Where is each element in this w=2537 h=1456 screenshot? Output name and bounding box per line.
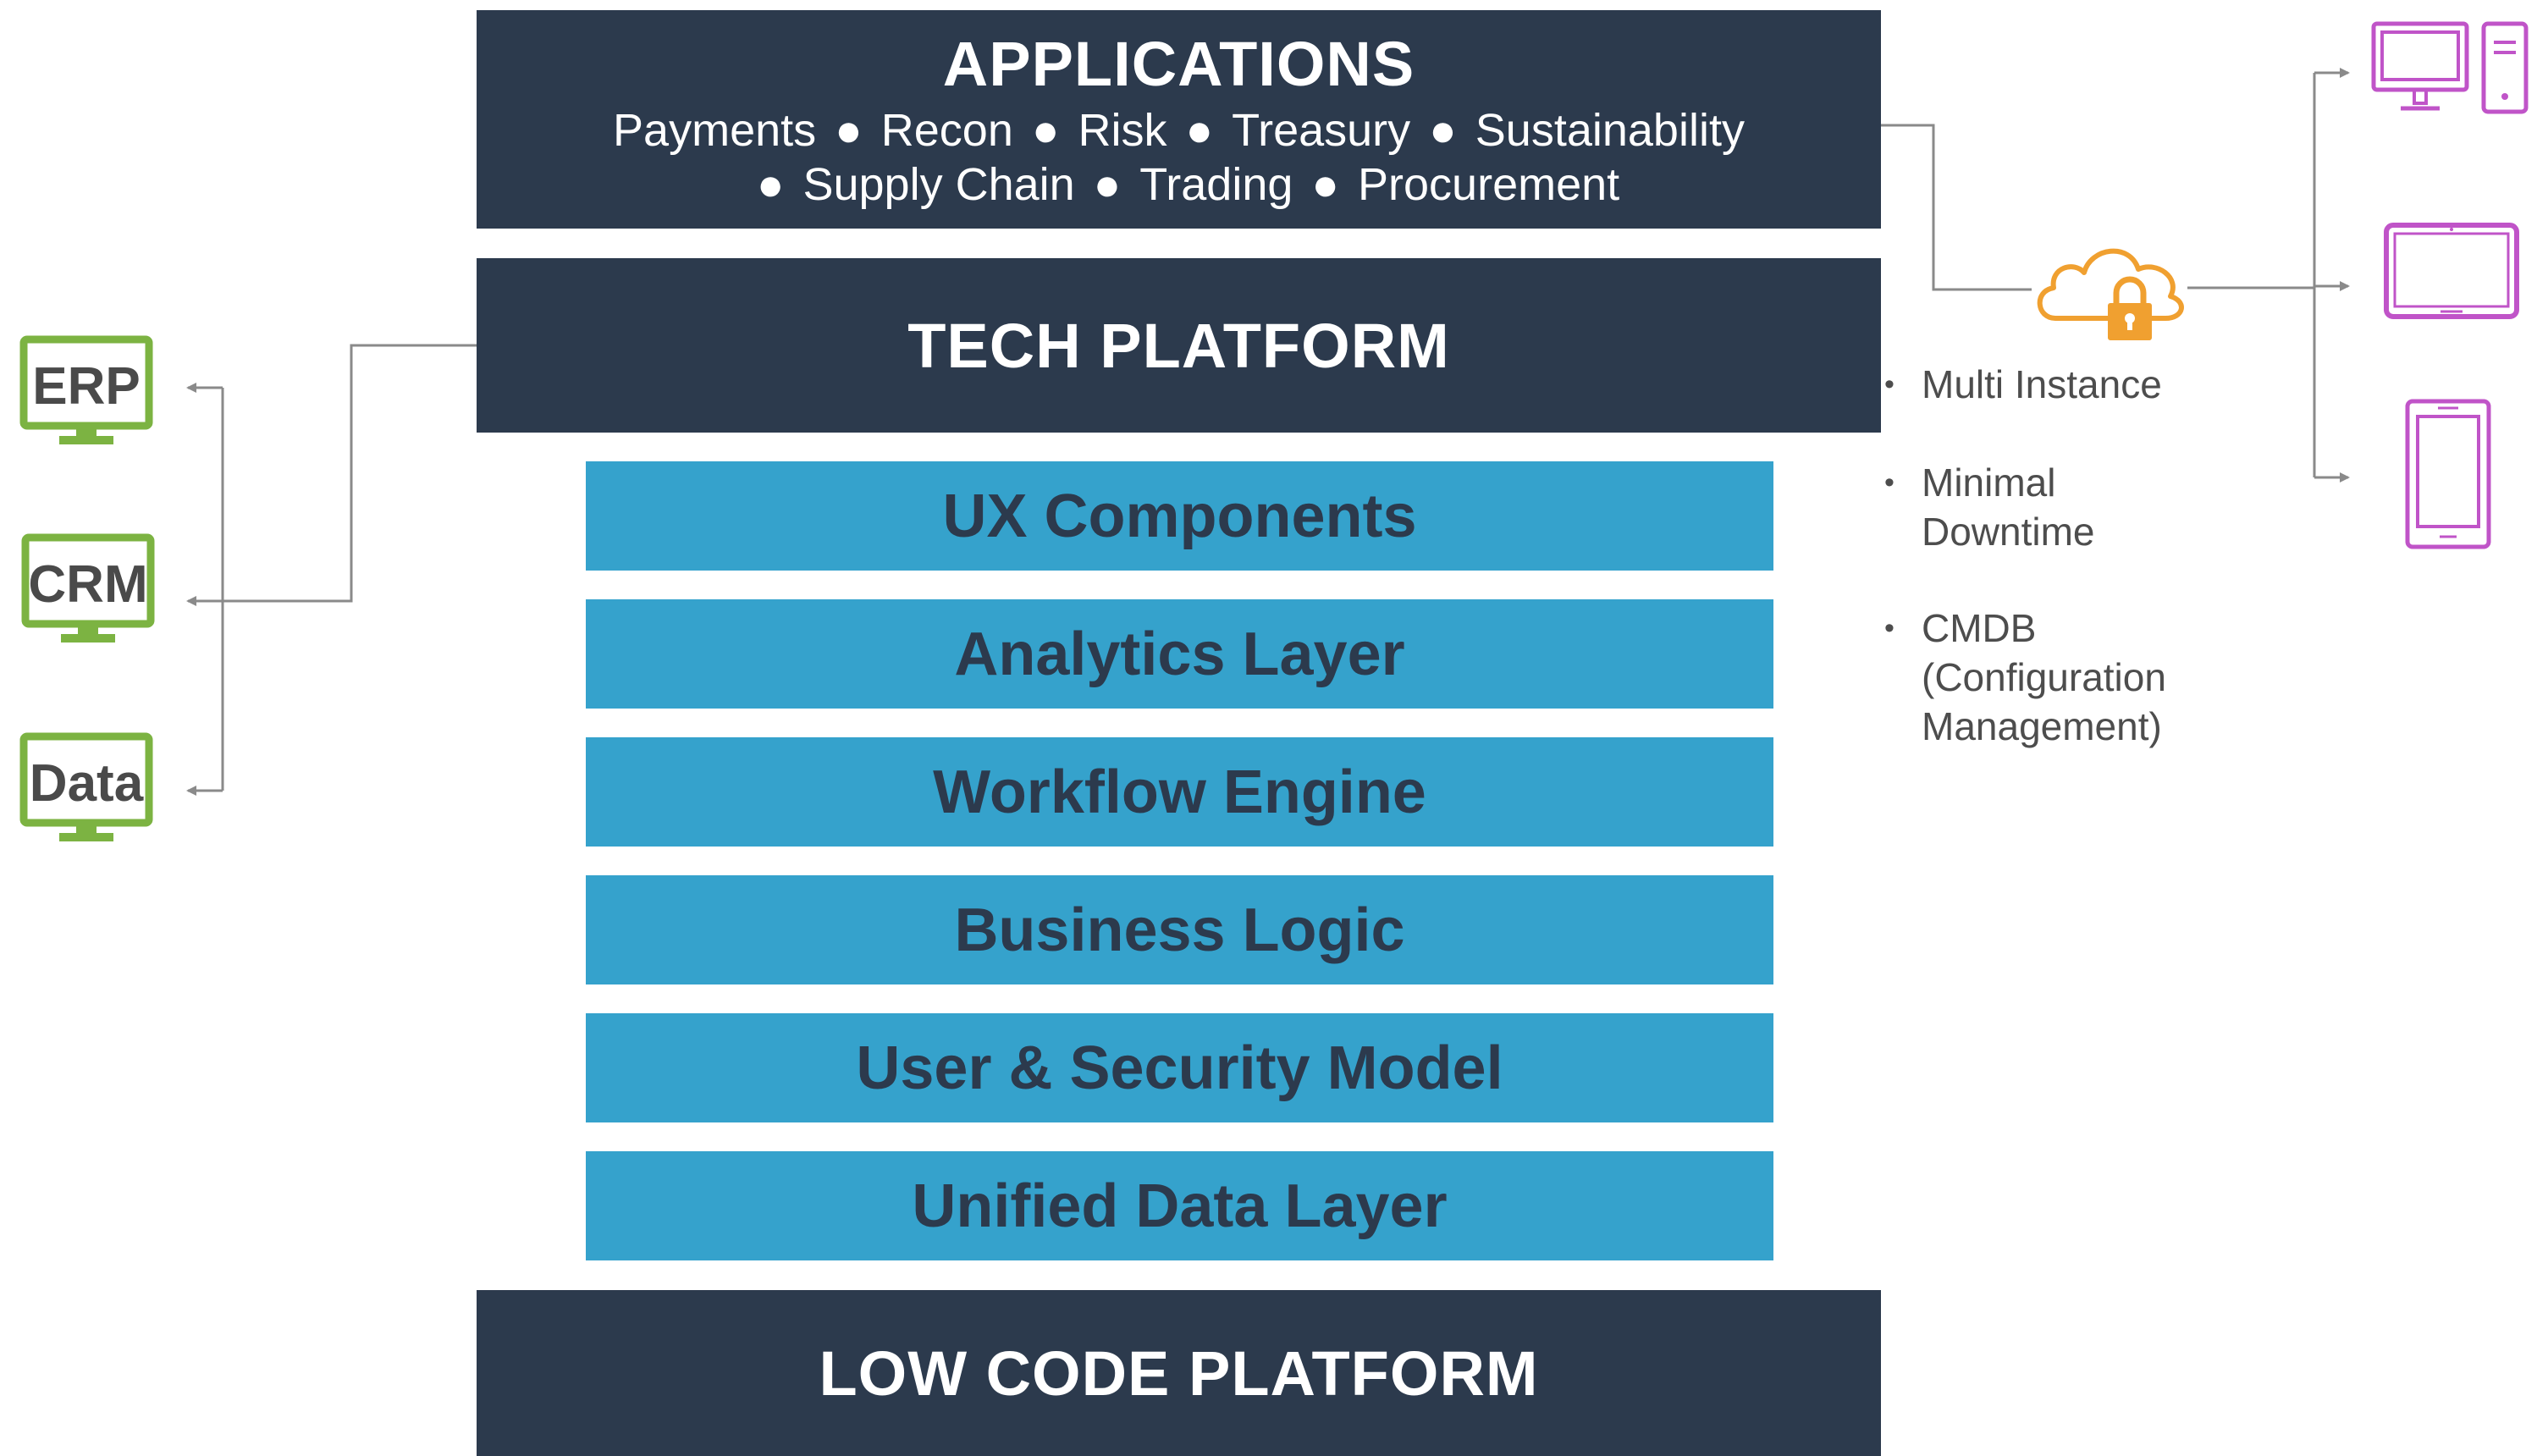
low-code-title: LOW CODE PLATFORM — [819, 1337, 1539, 1409]
bullet-icon: • — [1884, 612, 1894, 644]
feature-cmdb: • CMDB (Configuration Management) — [1884, 604, 2166, 751]
applications-band: APPLICATIONS Payments●Recon●Risk●Treasur… — [477, 10, 1881, 229]
feature-line: (Configuration — [1922, 655, 2166, 699]
applications-line-2: ● Supply Chain ● Trading ● Procurement — [738, 157, 1619, 212]
bullet-icon: ● — [1185, 104, 1214, 156]
bullet-icon: • — [1884, 368, 1894, 400]
layer-analytics: Analytics Layer — [586, 599, 1773, 709]
bullet-icon: ● — [1093, 158, 1122, 210]
bullet-icon: ● — [1429, 104, 1457, 156]
cloud-lock-icon — [2037, 248, 2184, 340]
phone-icon — [2405, 399, 2491, 549]
feature-minimal-downtime: • Minimal Downtime — [1884, 458, 2095, 556]
feature-line: CMDB — [1922, 606, 2037, 650]
monitor-icon: Data — [19, 732, 153, 841]
applications-title: APPLICATIONS — [942, 28, 1415, 99]
feature-line: Downtime — [1922, 510, 2095, 554]
tech-platform-band: TECH PLATFORM — [477, 258, 1881, 433]
bullet-icon: ● — [1311, 158, 1340, 210]
feature-line: Management) — [1922, 704, 2162, 748]
app-item-risk: Risk — [1078, 104, 1167, 156]
legacy-label-data: Data — [30, 754, 144, 813]
tablet-icon — [2384, 223, 2519, 319]
feature-multi-instance: • Multi Instance — [1884, 360, 2162, 409]
tech-to-legacy-line — [223, 344, 477, 603]
app-item-procurement: Procurement — [1358, 158, 1620, 210]
legacy-label-erp: ERP — [32, 357, 140, 416]
monitor-icon: CRM — [21, 533, 155, 643]
bullet-icon: ● — [1031, 104, 1060, 156]
layer-workflow-engine: Workflow Engine — [586, 737, 1773, 847]
desktop-icon — [2371, 21, 2529, 114]
layer-user-security: User & Security Model — [586, 1013, 1773, 1122]
apps-to-cloud-line — [1881, 124, 2032, 291]
bullet-icon: ● — [756, 158, 785, 210]
monitor-icon: ERP — [19, 335, 153, 444]
app-item-recon: Recon — [880, 104, 1013, 156]
legacy-label-crm: CRM — [28, 555, 147, 614]
bullet-icon: ● — [835, 104, 863, 156]
app-item-sustainability: Sustainability — [1475, 104, 1745, 156]
app-item-treasury: Treasury — [1232, 104, 1411, 156]
layer-ux-components: UX Components — [586, 461, 1773, 571]
applications-line-1: Payments ● Recon ● Risk ● Treasury ● Sustainabil… — [613, 103, 1745, 157]
feature-line: Minimal — [1922, 461, 2056, 505]
app-item-supply-chain: Supply Chain — [802, 158, 1075, 210]
layer-unified-data: Unified Data Layer — [586, 1151, 1773, 1260]
tech-platform-title: TECH PLATFORM — [907, 310, 1450, 381]
bullet-icon: • — [1884, 466, 1894, 499]
layer-business-logic: Business Logic — [586, 875, 1773, 984]
low-code-band: LOW CODE PLATFORM — [477, 1290, 1881, 1456]
feature-line: Multi Instance — [1922, 362, 2162, 406]
app-item-payments: Payments — [613, 104, 817, 156]
app-item-trading: Trading — [1139, 158, 1293, 210]
